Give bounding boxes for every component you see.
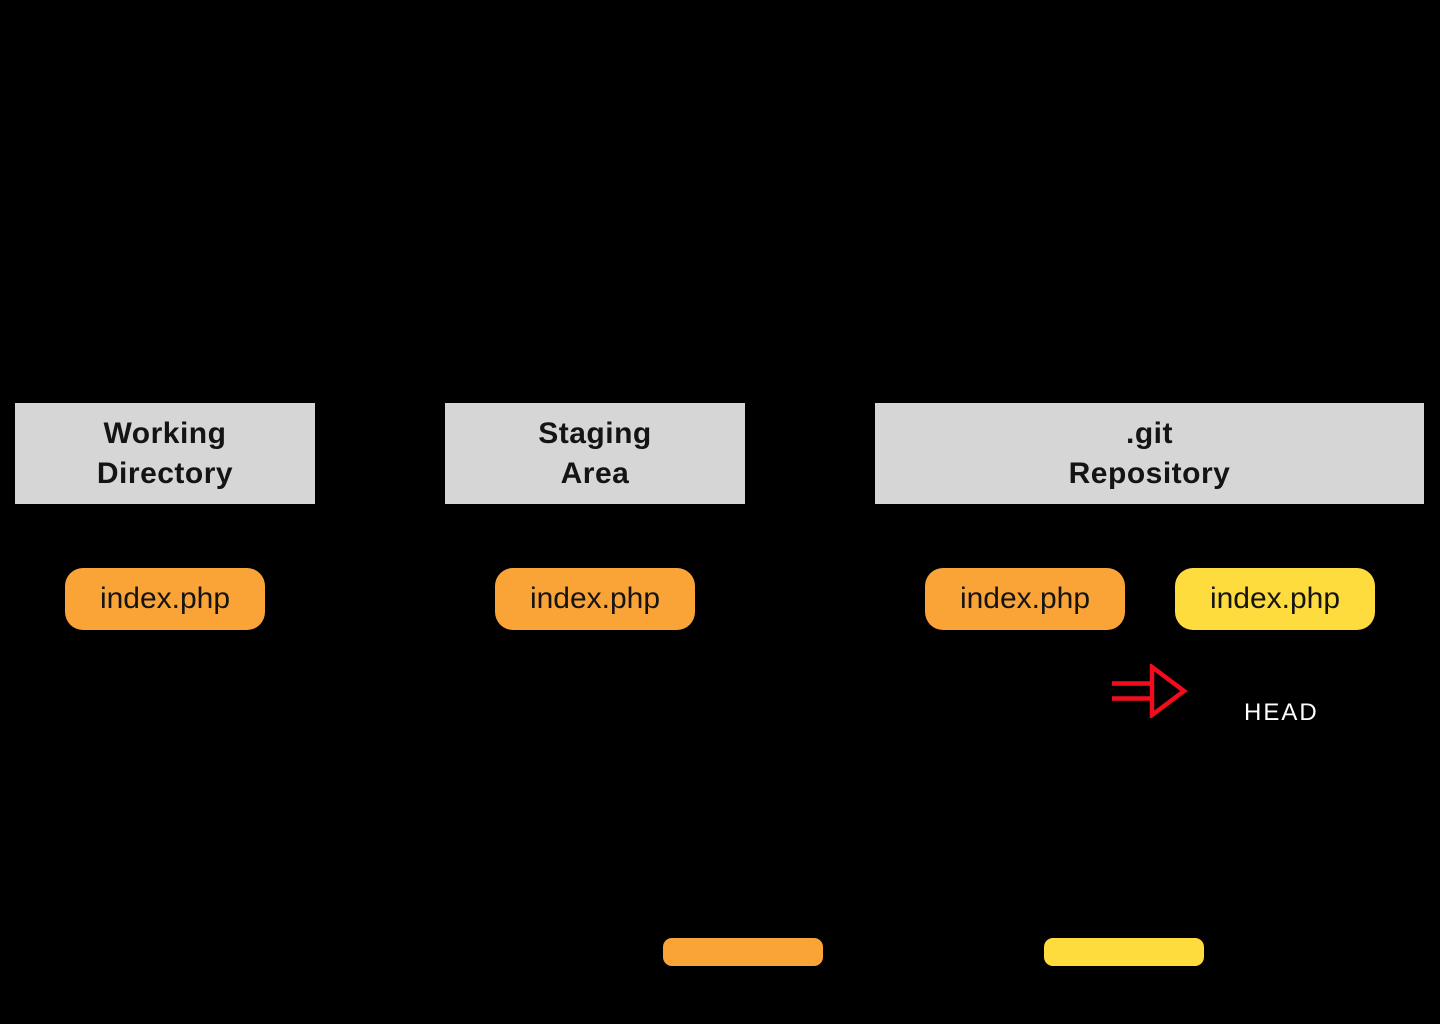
file-chip-repository-staged: index.php [925,568,1125,630]
legend-swatch-yellow [1044,938,1204,966]
right-arrow-icon [1112,664,1188,718]
working-directory-label-line2: Directory [96,456,234,490]
working-directory-label-line1: Working [103,416,227,450]
file-chip-working-directory: index.php [65,568,265,630]
file-chip-label: index.php [1209,582,1341,615]
staging-area-label-line2: Area [560,456,630,490]
staging-area-label-line1: Staging [538,416,652,450]
file-chip-label: index.php [99,582,231,615]
file-chip-label: index.php [529,582,661,615]
file-chip-label: index.php [959,582,1091,615]
staging-area-header: Staging Area [445,403,745,504]
file-chip-repository-committed: index.php [1175,568,1375,630]
legend-swatch-orange [663,938,823,966]
file-chip-staging-area: index.php [495,568,695,630]
git-repository-header: .git Repository [875,403,1424,504]
git-repository-label-line2: Repository [1068,456,1231,490]
git-repository-label-line1: .git [1126,416,1173,450]
head-label: HEAD [1244,699,1319,726]
working-directory-header: Working Directory [15,403,315,504]
